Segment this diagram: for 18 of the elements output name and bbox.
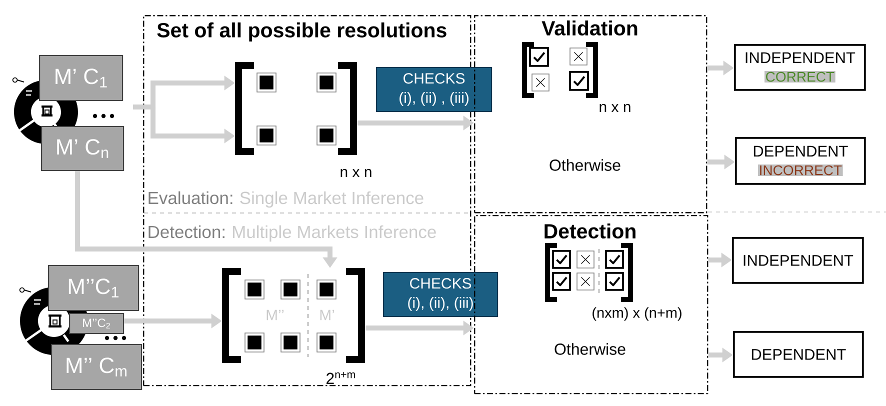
matrix-size-label: (nxm) x (n+m) xyxy=(592,307,682,321)
matrix-size-label: n x n xyxy=(600,104,630,112)
checks-box: CHECKS (i), (ii) , (iii) xyxy=(376,67,492,112)
result-box: DEPENDENT xyxy=(733,330,864,378)
result-box: DEPENDENT INCORRECT xyxy=(735,137,866,185)
condition-label: Otherwise xyxy=(554,343,626,355)
market-box: M’’C$_{2}$ xyxy=(69,312,124,334)
matrix-size-label: 2$^{n+m}$ xyxy=(326,372,355,384)
row-label: Evaluation: xyxy=(148,191,232,204)
matrix-size-label: n x n xyxy=(340,168,372,178)
condition-label: Otherwise xyxy=(550,159,620,171)
checks-box: CHECKS (i), (ii), (iii) xyxy=(383,272,498,318)
row-label: Detection: xyxy=(148,225,224,238)
market-box: M’ C$_{1}$ xyxy=(39,55,124,102)
result-box: INDEPENDENT CORRECT xyxy=(734,44,866,91)
market-box: M’’ C$_{m}$ xyxy=(51,344,142,390)
market-box: M’ C$_{n}$ xyxy=(41,126,124,172)
result-box: INDEPENDENT xyxy=(732,237,864,284)
